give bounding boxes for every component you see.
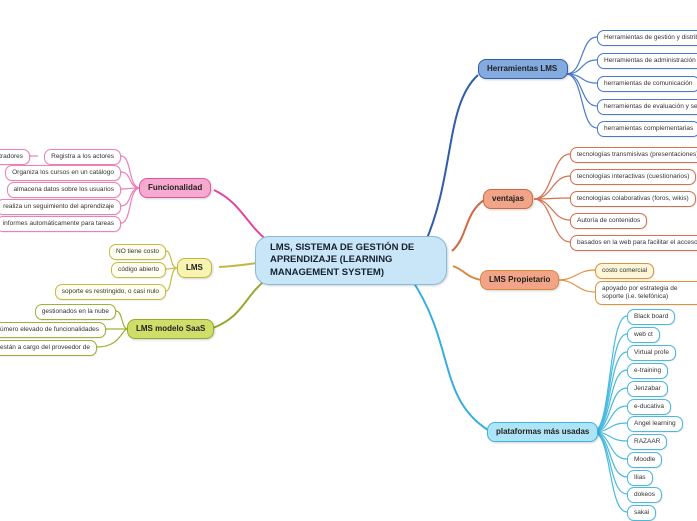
node-plataforma-blackboard[interactable]: Black board	[627, 309, 676, 326]
node-ventajas-basados-web[interactable]: basados en la web para facilitar el acce…	[570, 235, 697, 252]
node-herramientas-administracion[interactable]: Herramientas de administración de usuari…	[597, 53, 697, 70]
node-lms-no-costo[interactable]: NO tiene costo	[109, 244, 166, 261]
node-plataforma-jenzabar[interactable]: Jenzabar	[627, 381, 668, 398]
center-topic[interactable]: LMS, SISTEMA DE GESTIÓN DE APRENDIZAJE (…	[255, 236, 447, 286]
node-propietario-costo[interactable]: costo comercial	[595, 263, 655, 280]
node-plataforma-razaar[interactable]: RAZAAR	[627, 434, 668, 451]
branch-links	[212, 74, 489, 431]
node-saas-proveedor[interactable]: en están a cargo del proveedor de	[0, 340, 97, 357]
branch-lms[interactable]: LMS	[177, 258, 212, 279]
node-saas-nube[interactable]: gestionados en la nube	[34, 304, 116, 321]
node-funcionalidad-organiza[interactable]: Organiza los cursos en un catálogo	[5, 165, 121, 182]
node-herramientas-evaluacion[interactable]: herramientas de evaluación y seguimiento	[597, 99, 697, 116]
node-ventajas-autoria[interactable]: Autoría de contenidos	[570, 213, 648, 230]
node-plataforma-etraining[interactable]: e-training	[627, 363, 669, 380]
node-funcionalidad-almacena[interactable]: almacena datos sobre los usuarios	[6, 182, 121, 199]
plataformas-child-links	[592, 315, 628, 513]
branch-lms-modelo-saas[interactable]: LMS modelo SaaS	[127, 319, 215, 340]
branch-ventajas[interactable]: ventajas	[483, 189, 534, 210]
node-plataforma-sakai[interactable]: sakai	[627, 505, 657, 521]
node-plataforma-webct[interactable]: web ct	[627, 327, 660, 344]
node-funcionalidad-registra[interactable]: Registra a los actores	[44, 149, 121, 166]
node-ventajas-transmisivas[interactable]: tecnologías transmisivas (presentaciones…	[570, 147, 697, 164]
node-plataforma-ilias[interactable]: Ilias	[627, 470, 653, 487]
node-lms-codigo-abierto[interactable]: código abierto	[111, 262, 166, 279]
node-herramientas-comunicacion[interactable]: herramientas de comunicación	[597, 76, 697, 93]
saas-child-links	[96, 310, 129, 348]
node-lms-soporte[interactable]: soporte es restringido, o casi nulo	[54, 284, 166, 301]
branch-funcionalidad[interactable]: Funcionalidad	[139, 178, 212, 199]
branch-plataformas-mas-usadas[interactable]: plataformas más usadas	[487, 422, 599, 443]
node-funcionalidad-informes[interactable]: informes automáticamente para tareas	[0, 216, 121, 233]
herramientas-child-links	[565, 36, 598, 129]
node-ventajas-colaborativas[interactable]: tecnologías colaborativas (foros, wikis)	[570, 191, 696, 208]
branch-lms-propietario[interactable]: LMS Propietario	[480, 270, 560, 291]
node-saas-funcionalidades[interactable]: número elevado de funcionalidades	[0, 322, 106, 339]
node-plataforma-dokeos[interactable]: dokeos	[627, 487, 662, 504]
node-herramientas-complementarias[interactable]: herramientas complementarias	[597, 121, 697, 138]
node-plataforma-angel[interactable]: Angel learning	[627, 416, 683, 433]
node-plataforma-moodle[interactable]: Moodle	[627, 452, 663, 469]
funcionalidad-child-links	[30, 155, 141, 224]
lms-child-links	[165, 250, 178, 292]
node-funcionalidad-actores-detalle[interactable]: alumnos, profesores y administradores	[0, 149, 30, 166]
node-plataforma-virtualprofe[interactable]: Virtual profe	[627, 345, 676, 362]
node-herramientas-gestion[interactable]: Herramientas de gestión y distribución	[597, 30, 697, 47]
node-propietario-soporte[interactable]: apoyado por estrategia de soporte (i.e. …	[595, 281, 697, 306]
node-funcionalidad-seguimiento[interactable]: realiza un seguimiento del aprendizaje	[0, 199, 121, 216]
node-ventajas-interactivas[interactable]: tecnologías interactivas (cuestionarios)	[570, 169, 697, 186]
ventajas-child-links	[533, 153, 571, 243]
node-plataforma-educativa[interactable]: e-ducativa	[627, 399, 671, 416]
propietario-child-links	[557, 269, 596, 293]
branch-herramientas-lms[interactable]: Herramientas LMS	[478, 59, 568, 80]
